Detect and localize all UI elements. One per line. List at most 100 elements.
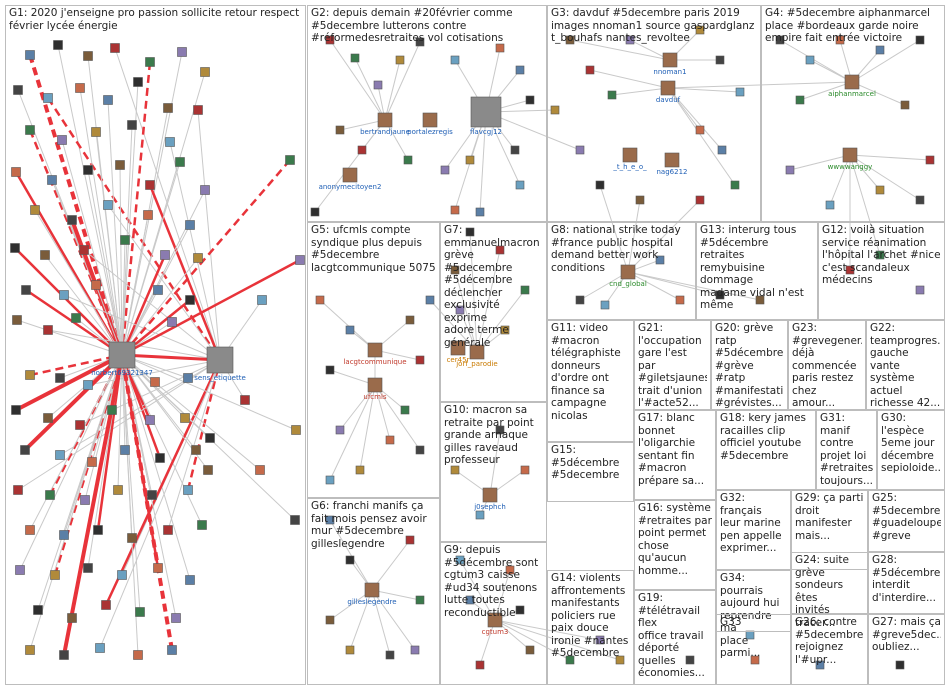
profile-node[interactable]	[200, 185, 210, 195]
profile-node[interactable]	[455, 305, 465, 315]
profile-node[interactable]	[150, 377, 160, 387]
profile-node[interactable]	[75, 83, 85, 93]
profile-node[interactable]	[185, 295, 195, 305]
node-sens-etiquette[interactable]	[206, 346, 234, 374]
profile-node[interactable]	[135, 607, 145, 617]
profile-node[interactable]	[25, 50, 35, 60]
profile-node[interactable]	[525, 95, 535, 105]
profile-node[interactable]	[607, 90, 617, 100]
profile-node[interactable]	[695, 125, 705, 135]
profile-node[interactable]	[385, 650, 395, 660]
profile-node[interactable]	[520, 285, 530, 295]
profile-node[interactable]	[117, 570, 127, 580]
profile-node[interactable]	[133, 650, 143, 660]
profile-node[interactable]	[455, 555, 465, 565]
profile-node[interactable]	[325, 35, 335, 45]
profile-node[interactable]	[180, 413, 190, 423]
profile-node[interactable]	[83, 51, 93, 61]
profile-node[interactable]	[310, 207, 320, 217]
profile-node[interactable]	[335, 425, 345, 435]
profile-node[interactable]	[395, 55, 405, 65]
profile-node[interactable]	[185, 220, 195, 230]
profile-node[interactable]	[191, 445, 201, 455]
profile-node[interactable]	[325, 475, 335, 485]
profile-node[interactable]	[153, 563, 163, 573]
profile-node[interactable]	[465, 595, 475, 605]
profile-node[interactable]	[730, 180, 740, 190]
node-cnd-global[interactable]	[620, 264, 636, 280]
profile-node[interactable]	[57, 135, 67, 145]
profile-node[interactable]	[525, 645, 535, 655]
profile-node[interactable]	[79, 245, 89, 255]
profile-node[interactable]	[715, 290, 725, 300]
profile-node[interactable]	[127, 533, 137, 543]
profile-node[interactable]	[155, 453, 165, 463]
profile-node[interactable]	[15, 565, 25, 575]
profile-node[interactable]	[345, 645, 355, 655]
profile-node[interactable]	[695, 25, 705, 35]
profile-node[interactable]	[25, 370, 35, 380]
profile-node[interactable]	[925, 155, 935, 165]
profile-node[interactable]	[495, 245, 505, 255]
profile-node[interactable]	[291, 425, 301, 435]
profile-node[interactable]	[103, 200, 113, 210]
profile-node[interactable]	[695, 195, 705, 205]
profile-node[interactable]	[450, 265, 460, 275]
profile-node[interactable]	[385, 435, 395, 445]
profile-node[interactable]	[13, 85, 23, 95]
profile-node[interactable]	[735, 87, 745, 97]
node-davduf[interactable]	[660, 80, 676, 96]
profile-node[interactable]	[25, 525, 35, 535]
profile-node[interactable]	[495, 43, 505, 53]
profile-node[interactable]	[585, 65, 595, 75]
profile-node[interactable]	[655, 255, 665, 265]
profile-node[interactable]	[43, 325, 53, 335]
profile-node[interactable]	[415, 445, 425, 455]
profile-node[interactable]	[53, 40, 63, 50]
profile-node[interactable]	[91, 280, 101, 290]
profile-node[interactable]	[595, 180, 605, 190]
profile-node[interactable]	[11, 405, 21, 415]
profile-node[interactable]	[11, 167, 21, 177]
profile-node[interactable]	[40, 250, 50, 260]
profile-node[interactable]	[145, 415, 155, 425]
profile-node[interactable]	[565, 655, 575, 665]
profile-node[interactable]	[59, 290, 69, 300]
profile-node[interactable]	[145, 57, 155, 67]
profile-node[interactable]	[915, 195, 925, 205]
profile-node[interactable]	[815, 660, 825, 670]
profile-node[interactable]	[755, 295, 765, 305]
profile-node[interactable]	[357, 145, 367, 155]
profile-node[interactable]	[107, 405, 117, 415]
profile-node[interactable]	[21, 285, 31, 295]
profile-node[interactable]	[415, 37, 425, 47]
profile-node[interactable]	[403, 155, 413, 165]
profile-node[interactable]	[405, 535, 415, 545]
profile-node[interactable]	[325, 615, 335, 625]
profile-node[interactable]	[55, 450, 65, 460]
profile-node[interactable]	[45, 490, 55, 500]
profile-node[interactable]	[20, 445, 30, 455]
node-norbert69321347[interactable]	[108, 341, 136, 369]
profile-node[interactable]	[183, 485, 193, 495]
profile-node[interactable]	[33, 605, 43, 615]
profile-node[interactable]	[550, 105, 560, 115]
profile-node[interactable]	[120, 445, 130, 455]
profile-node[interactable]	[915, 285, 925, 295]
profile-node[interactable]	[845, 265, 855, 275]
node-nnoman1[interactable]	[662, 52, 678, 68]
profile-node[interactable]	[335, 125, 345, 135]
profile-node[interactable]	[450, 205, 460, 215]
profile-node[interactable]	[875, 250, 885, 260]
profile-node[interactable]	[785, 165, 795, 175]
profile-node[interactable]	[13, 485, 23, 495]
profile-node[interactable]	[87, 457, 97, 467]
profile-node[interactable]	[43, 413, 53, 423]
profile-node[interactable]	[185, 575, 195, 585]
profile-node[interactable]	[25, 125, 35, 135]
profile-node[interactable]	[115, 160, 125, 170]
profile-node[interactable]	[240, 395, 250, 405]
profile-node[interactable]	[163, 103, 173, 113]
profile-node[interactable]	[193, 253, 203, 263]
profile-node[interactable]	[355, 465, 365, 475]
